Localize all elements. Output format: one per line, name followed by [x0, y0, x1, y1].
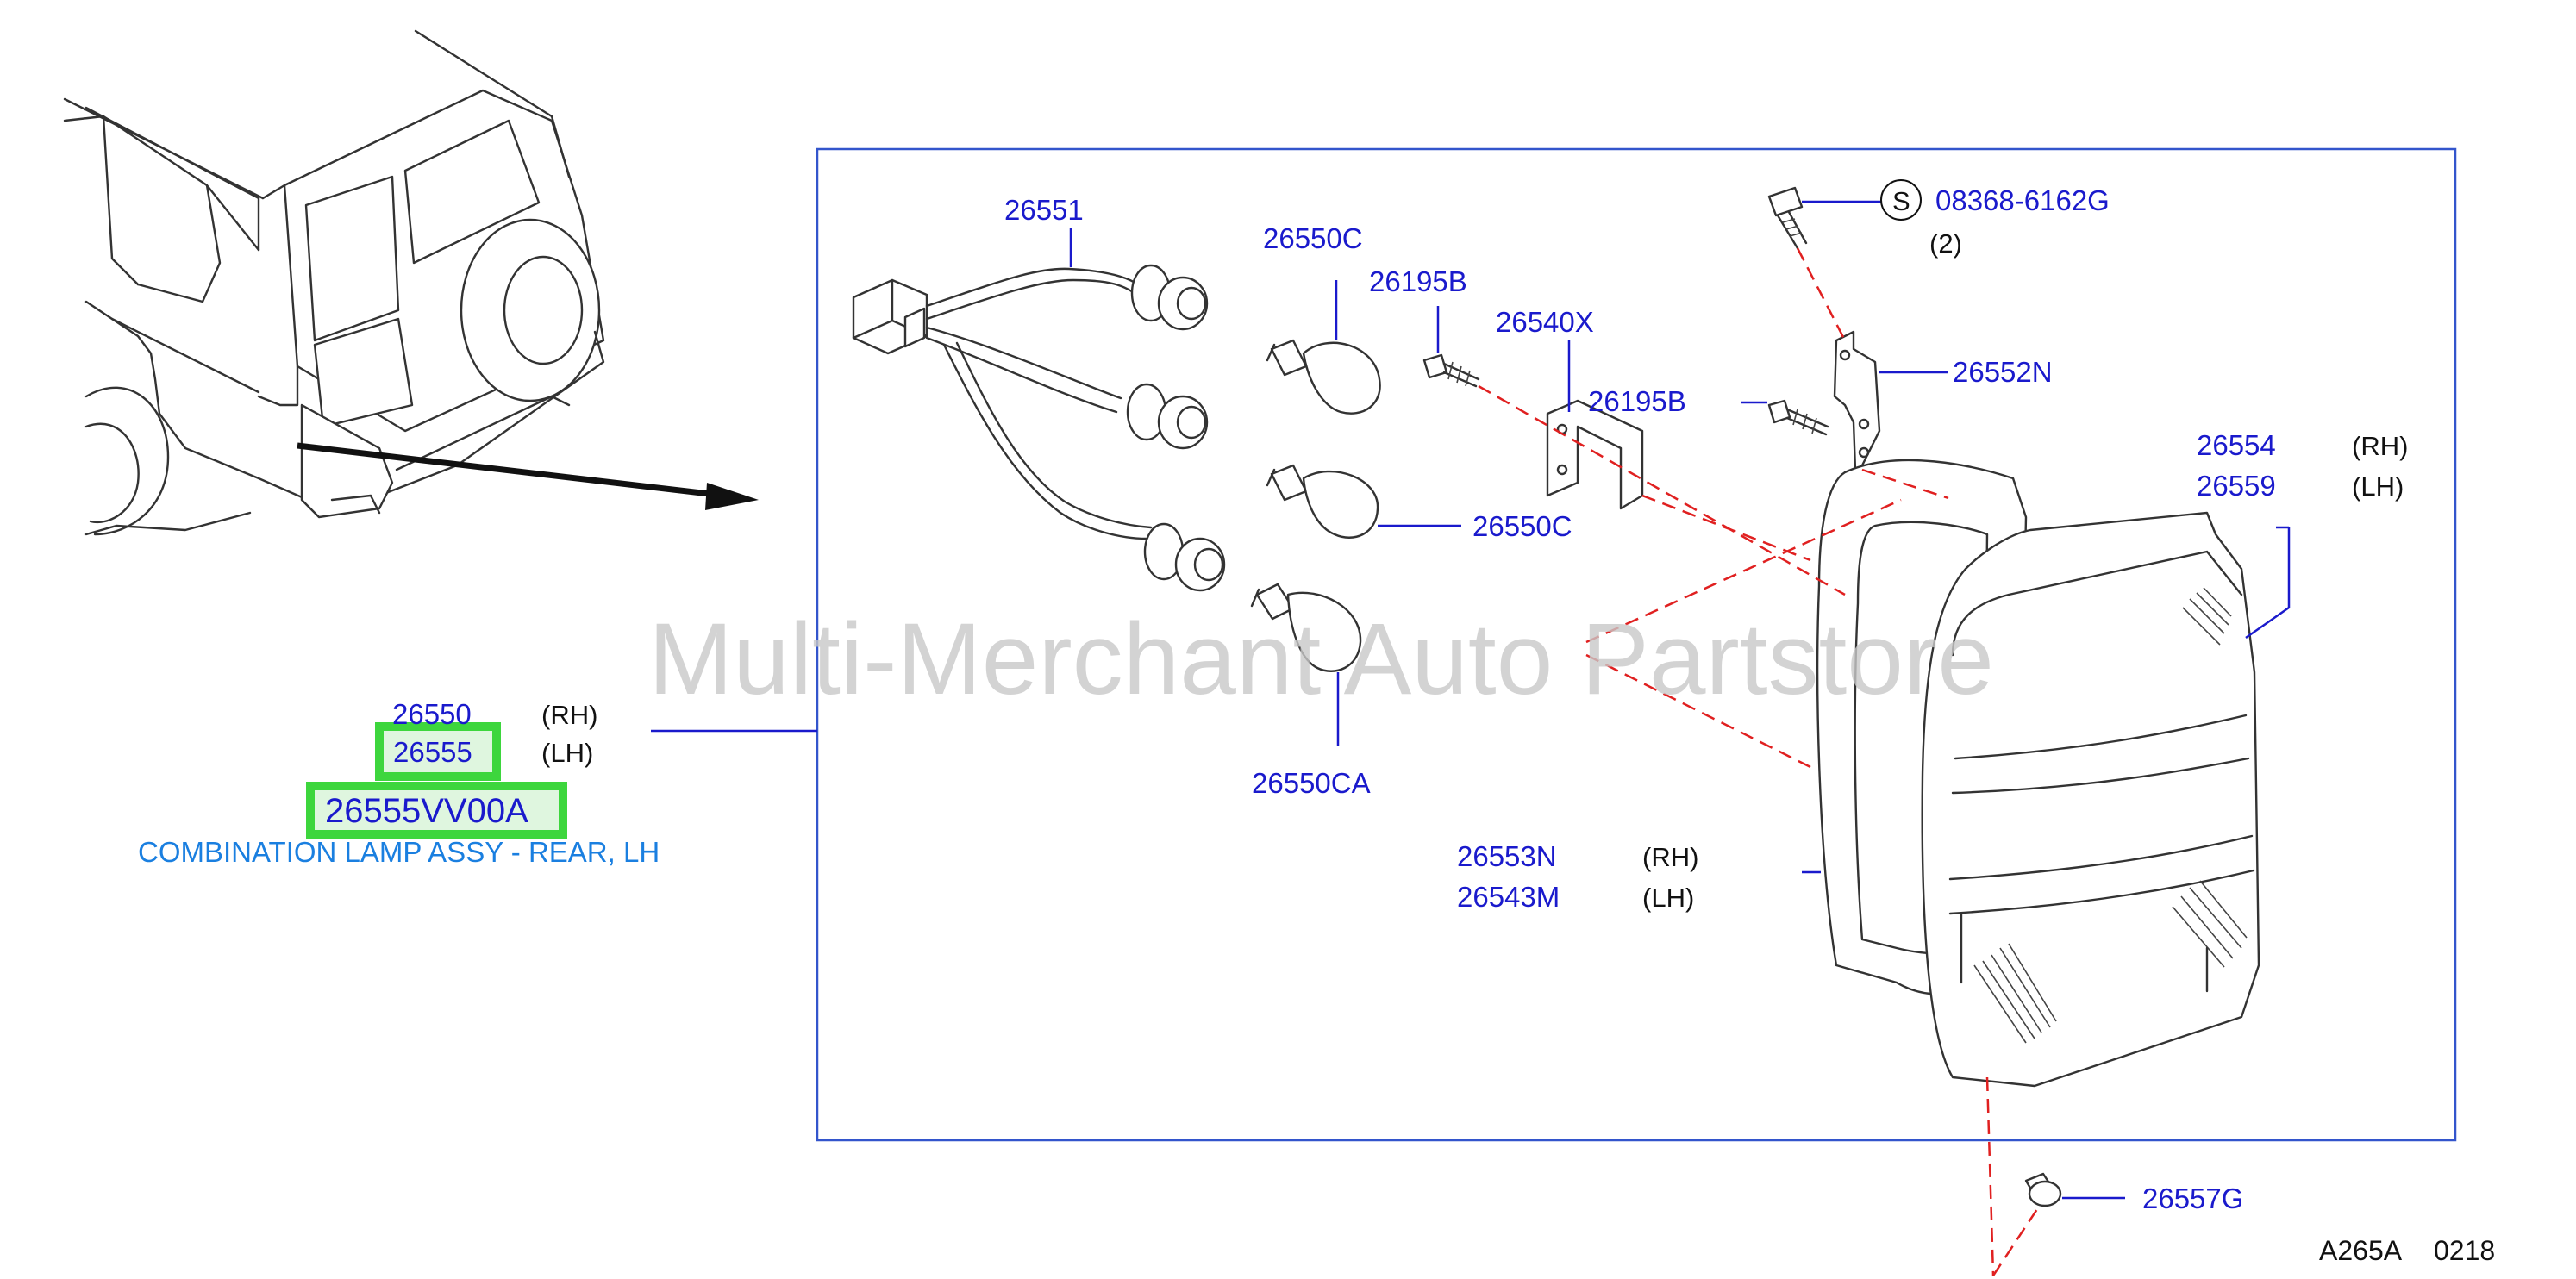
- screw-26195b-right: [1767, 399, 1829, 436]
- callout-26550c-mid[interactable]: 26550C: [1472, 510, 1572, 542]
- side-label-lh-lens: (LH): [2352, 471, 2404, 502]
- callout-26543m-lh[interactable]: 26543M: [1457, 881, 1560, 913]
- selected-part-description[interactable]: COMBINATION LAMP ASSY - REAR, LH: [138, 836, 660, 868]
- side-label-lh: (LH): [541, 738, 593, 768]
- wiring-harness: [852, 264, 1226, 592]
- highlight-box-26555vv00a: [306, 782, 567, 839]
- callout-26195b-right[interactable]: 26195B: [1588, 385, 1686, 417]
- diagram-code: A265A: [2319, 1235, 2403, 1266]
- bulb-26550c-mid: [1266, 464, 1379, 539]
- side-label-rh-lens: (RH): [2352, 431, 2408, 461]
- selected-part-number[interactable]: 26555VV00A: [325, 792, 528, 830]
- side-label-rh: (RH): [541, 700, 597, 730]
- vehicle-illustration: [63, 29, 605, 536]
- callout-26550ca[interactable]: 26550CA: [1252, 767, 1371, 799]
- watermark: Multi-Merchant Auto Partstore: [648, 602, 1994, 716]
- callout-26550c-top[interactable]: 26550C: [1263, 222, 1363, 254]
- callout-26553n-rh[interactable]: 26553N: [1457, 840, 1557, 872]
- callout-26551[interactable]: 26551: [1004, 194, 1084, 226]
- lamp-lens-26554: [1921, 511, 2260, 1088]
- clip-26557g: [2024, 1172, 2062, 1207]
- bulb-26550c-top: [1266, 339, 1381, 415]
- callout-26540x[interactable]: 26540X: [1496, 306, 1594, 338]
- diagram-revision: 0218: [2434, 1235, 2495, 1266]
- standard-part-symbol: [1880, 179, 1922, 221]
- standard-symbol-letter: S: [1892, 186, 1910, 216]
- pointer-arrow: [297, 442, 759, 510]
- assembly-lines: [1478, 247, 2041, 1276]
- bulb-26550ca-bottom: [1250, 583, 1362, 672]
- highlight-box-26555: [375, 722, 501, 781]
- callout-26557g[interactable]: 26557G: [2142, 1182, 2243, 1214]
- side-label-lh-gasket: (LH): [1642, 883, 1694, 913]
- side-label-rh-gasket: (RH): [1642, 842, 1698, 872]
- callout-26554-rh[interactable]: 26554: [2197, 429, 2276, 461]
- callout-26555-lh[interactable]: 26555: [393, 736, 472, 768]
- bolt-08368-6162g: [1767, 186, 1808, 250]
- bolt-quantity: (2): [1929, 228, 1962, 259]
- screw-26195b-left: [1422, 353, 1480, 388]
- callout-26552n[interactable]: 26552N: [1953, 356, 2053, 388]
- detail-frame: [816, 147, 2457, 1142]
- callout-26195b-left[interactable]: 26195B: [1369, 265, 1467, 297]
- callout-26559-lh[interactable]: 26559: [2197, 470, 2276, 502]
- callout-26550-rh[interactable]: 26550: [392, 698, 472, 730]
- bracket-26552n: [1833, 330, 1881, 471]
- callout-08368-6162g[interactable]: 08368-6162G: [1935, 184, 2110, 216]
